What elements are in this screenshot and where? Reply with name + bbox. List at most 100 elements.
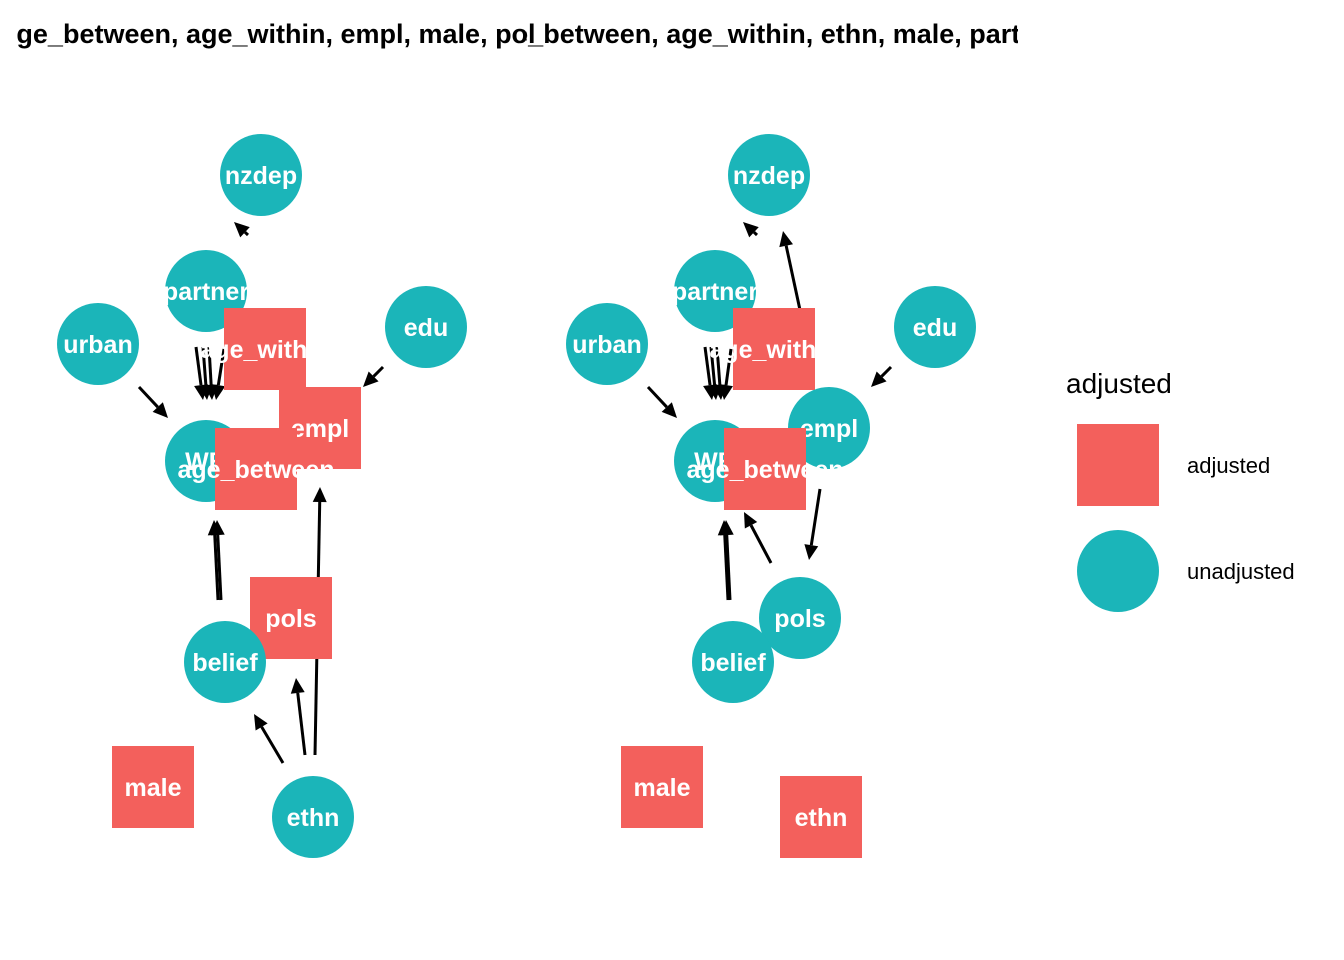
node-label: partner [672, 278, 758, 306]
edge-line [724, 348, 733, 386]
node-ethn: ethn [272, 776, 354, 858]
edge-arrowhead [211, 384, 226, 400]
edge-line [194, 346, 203, 386]
node-label: nzdep [225, 162, 297, 190]
panel-right: age_between, age_within, ethn, male, par… [482, 19, 1063, 858]
node-label: age_between [686, 456, 843, 484]
node-label: ethn [287, 804, 340, 832]
node-label: empl [800, 415, 858, 443]
edge-line [213, 534, 220, 601]
edge-line [296, 692, 307, 756]
node-square [250, 577, 332, 659]
edge-arrowhead [234, 222, 250, 238]
edge-line [137, 385, 159, 409]
edge-arrowhead [744, 512, 758, 529]
edge-line [749, 524, 773, 564]
edge-arrowhead [719, 384, 733, 400]
edge-arrowhead [743, 222, 759, 238]
edge-layer [646, 222, 893, 601]
edge-arrowhead [804, 544, 819, 560]
node-label: edu [913, 314, 957, 342]
node-label: partner [163, 278, 249, 306]
edge-arrowhead [779, 231, 793, 248]
node-square [224, 308, 306, 390]
node-square [621, 746, 703, 828]
panel-left: age_between, age_within, empl, male, pol… [1, 19, 550, 858]
edge-line [260, 726, 285, 764]
edge-line [372, 365, 385, 378]
edge-line [709, 346, 717, 386]
node-edu: edu [385, 286, 467, 368]
node-circle [184, 621, 266, 703]
edge-line [880, 365, 893, 378]
node-belief: belief [692, 621, 774, 703]
node-label: belief [700, 649, 766, 677]
node-layer: nzdeppartnerurbaneduage_withinemplWBage_… [566, 134, 976, 858]
node-male: male [112, 746, 194, 828]
edge-line [723, 534, 730, 601]
edge-arrowhead [312, 487, 327, 503]
edge-line [216, 348, 226, 386]
node-circle [272, 776, 354, 858]
edge-line [207, 346, 213, 386]
edge-arrowhead [210, 520, 225, 536]
edge-line [216, 534, 223, 601]
edge-arrowhead [290, 678, 305, 694]
edge-line [703, 346, 712, 386]
edge-line [784, 245, 802, 311]
node-label: age_within [709, 336, 838, 364]
edge-line [725, 534, 732, 601]
node-square [780, 776, 862, 858]
node-circle [385, 286, 467, 368]
panel-title: age_between, age_within, ethn, male, par… [482, 19, 1063, 49]
node-circle [728, 134, 810, 216]
node-label: urban [572, 331, 641, 359]
node-pols: pols [250, 577, 332, 659]
node-age-between: age_between [177, 428, 335, 510]
edge-line [646, 385, 668, 409]
node-circle [57, 303, 139, 385]
node-age-between: age_between [686, 428, 844, 510]
legend-swatch-unadjusted [1077, 530, 1159, 612]
node-circle [759, 577, 841, 659]
node-circle [788, 387, 870, 469]
node-circle [220, 134, 302, 216]
edge-layer [137, 222, 385, 764]
edge-line [809, 488, 822, 546]
node-label: pols [774, 605, 825, 633]
edge-arrowhead [871, 371, 887, 387]
edge-arrowhead [363, 371, 379, 387]
node-circle [894, 286, 976, 368]
node-label: urban [63, 331, 132, 359]
node-label: age_between [177, 456, 334, 484]
node-layer: nzdeppartnerurbaneduage_withinemplWBage_… [57, 134, 467, 858]
node-edu: edu [894, 286, 976, 368]
node-nzdep: nzdep [728, 134, 810, 216]
node-belief: belief [184, 621, 266, 703]
edge-arrowhead [719, 520, 734, 536]
node-ethn: ethn [780, 776, 862, 858]
node-label: belief [192, 649, 258, 677]
node-square [733, 308, 815, 390]
legend-title: adjusted [1066, 368, 1172, 399]
edge-arrowhead [661, 402, 677, 418]
legend: adjusted adjusted unadjusted [1066, 368, 1295, 612]
node-square [112, 746, 194, 828]
node-pols: pols [759, 577, 841, 659]
node-circle [566, 303, 648, 385]
edge-line [243, 231, 250, 237]
legend-swatch-adjusted [1077, 424, 1159, 506]
node-label: pols [265, 605, 316, 633]
edge-line [201, 346, 208, 386]
node-label: empl [291, 415, 349, 443]
node-nzdep: nzdep [220, 134, 302, 216]
legend-label-adjusted: adjusted [1187, 453, 1270, 478]
node-square [724, 428, 806, 510]
panel-title: age_between, age_within, empl, male, pol… [1, 19, 550, 49]
node-urban: urban [57, 303, 139, 385]
edge-arrowhead [254, 714, 268, 731]
node-label: male [125, 774, 182, 802]
node-label: age_within [200, 336, 329, 364]
legend-label-unadjusted: unadjusted [1187, 559, 1295, 584]
